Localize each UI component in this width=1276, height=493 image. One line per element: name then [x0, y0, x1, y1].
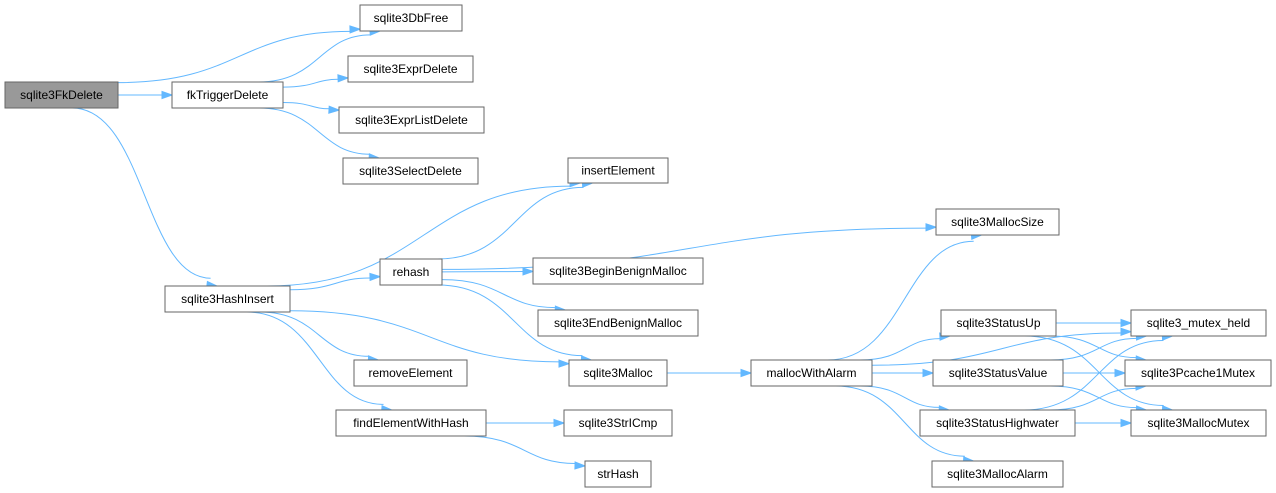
- node-label: sqlite3EndBenignMalloc: [554, 316, 682, 330]
- edge-rehash-to-sqlite3MallocSize: [441, 223, 938, 270]
- node-label: sqlite3StatusValue: [949, 366, 1048, 380]
- edge-mallocWithAlarm-to-sqlite3_mutex_held: [871, 327, 1133, 366]
- node-sqlite3ExprDelete[interactable]: sqlite3ExprDelete: [347, 55, 474, 83]
- node-sqlite3StatusValue[interactable]: sqlite3StatusValue: [932, 359, 1064, 387]
- edge-sqlite3Malloc-to-mallocWithAlarm: [667, 368, 753, 378]
- call-graph-nodes: sqlite3FkDelete fkTriggerDelete sqlite3D…: [4, 4, 1272, 488]
- node-fkTriggerDelete[interactable]: fkTriggerDelete: [171, 81, 284, 109]
- node-removeElement[interactable]: removeElement: [353, 359, 468, 387]
- node-label: sqlite3MallocAlarm: [947, 467, 1048, 481]
- node-sqlite3SelectDelete[interactable]: sqlite3SelectDelete: [342, 157, 479, 185]
- node-label: rehash: [393, 265, 430, 279]
- edge-findElementWithHash-to-sqlite3StrICmp: [486, 418, 566, 428]
- edge-fkTriggerDelete-to-sqlite3ExprDelete: [282, 74, 350, 88]
- node-label: sqlite3FkDelete: [20, 88, 103, 102]
- node-findElementWithHash[interactable]: findElementWithHash: [335, 409, 487, 437]
- node-sqlite3Malloc[interactable]: sqlite3Malloc: [568, 359, 668, 387]
- edge-mallocWithAlarm-to-sqlite3StatusValue: [872, 368, 935, 378]
- node-rehash[interactable]: rehash: [379, 258, 443, 286]
- node-insertElement[interactable]: insertElement: [567, 157, 669, 184]
- node-label: insertElement: [581, 164, 655, 178]
- node-sqlite3MallocAlarm[interactable]: sqlite3MallocAlarm: [931, 460, 1064, 488]
- edge-sqlite3HashInsert-to-rehash: [289, 272, 382, 291]
- node-sqlite3StatusUp[interactable]: sqlite3StatusUp: [940, 309, 1057, 337]
- node-sqlite3EndBenignMalloc[interactable]: sqlite3EndBenignMalloc: [537, 309, 699, 337]
- node-mallocWithAlarm[interactable]: mallocWithAlarm: [750, 359, 873, 387]
- node-label: sqlite3MallocSize: [951, 215, 1044, 229]
- node-label: sqlite3ExprListDelete: [355, 113, 468, 127]
- node-label: fkTriggerDelete: [187, 88, 269, 102]
- edge-mallocWithAlarm-to-sqlite3StatusHighwater: [859, 385, 951, 414]
- node-label: sqlite3StatusHighwater: [936, 416, 1059, 430]
- call-graph-edges: [72, 25, 1175, 470]
- node-label: sqlite3BeginBenignMalloc: [549, 264, 686, 278]
- edge-mallocWithAlarm-to-sqlite3StatusUp: [860, 332, 952, 361]
- node-label: sqlite3HashInsert: [181, 292, 274, 306]
- node-label: sqlite3Malloc: [583, 366, 652, 380]
- node-label: sqlite3StrICmp: [579, 416, 658, 430]
- node-sqlite3StrICmp[interactable]: sqlite3StrICmp: [563, 409, 673, 437]
- edge-fkTriggerDelete-to-sqlite3ExprListDelete: [282, 102, 341, 114]
- node-label: sqlite3DbFree: [374, 11, 449, 25]
- node-label: sqlite3ExprDelete: [363, 62, 457, 76]
- edge-rehash-to-sqlite3BeginBenignMalloc: [441, 267, 535, 276]
- node-sqlite3MallocMutex[interactable]: sqlite3MallocMutex: [1130, 409, 1267, 437]
- node-sqlite3BeginBenignMalloc[interactable]: sqlite3BeginBenignMalloc: [532, 257, 704, 285]
- node-sqlite3HashInsert[interactable]: sqlite3HashInsert: [164, 285, 291, 313]
- node-sqlite3ExprListDelete[interactable]: sqlite3ExprListDelete: [338, 106, 485, 134]
- node-label: findElementWithHash: [353, 416, 468, 430]
- node-label: removeElement: [368, 366, 453, 380]
- node-label: sqlite3_mutex_held: [1147, 316, 1250, 330]
- edge-sqlite3HashInsert-to-sqlite3Malloc: [289, 310, 571, 368]
- node-sqlite3StatusHighwater[interactable]: sqlite3StatusHighwater: [919, 409, 1076, 437]
- node-label: sqlite3MallocMutex: [1147, 416, 1249, 430]
- edge-sqlite3FkDelete-to-fkTriggerDelete: [117, 90, 174, 100]
- node-label: sqlite3Pcache1Mutex: [1141, 366, 1255, 380]
- node-label: strHash: [597, 467, 638, 481]
- edge-sqlite3StatusUp-to-sqlite3_mutex_held: [1056, 318, 1133, 328]
- edge-rehash-to-sqlite3EndBenignMalloc: [441, 279, 567, 314]
- node-sqlite3FkDelete[interactable]: sqlite3FkDelete: [4, 81, 119, 109]
- node-sqlite3Pcache1Mutex[interactable]: sqlite3Pcache1Mutex: [1124, 359, 1272, 387]
- node-sqlite3DbFree[interactable]: sqlite3DbFree: [359, 4, 463, 32]
- edge-sqlite3FkDelete-to-sqlite3HashInsert: [72, 107, 219, 290]
- edge-sqlite3StatusHighwater-to-sqlite3MallocMutex: [1075, 418, 1133, 428]
- edge-mallocWithAlarm-to-sqlite3MallocSize: [827, 231, 984, 361]
- node-strHash[interactable]: strHash: [584, 460, 652, 488]
- edge-sqlite3StatusValue-to-sqlite3Pcache1Mutex: [1063, 368, 1127, 378]
- node-label: mallocWithAlarm: [766, 366, 856, 380]
- edge-sqlite3HashInsert-to-removeElement: [259, 311, 380, 364]
- node-sqlite3_mutex_held[interactable]: sqlite3_mutex_held: [1130, 309, 1267, 337]
- node-label: sqlite3SelectDelete: [359, 164, 462, 178]
- node-label: sqlite3StatusUp: [956, 316, 1040, 330]
- node-sqlite3MallocSize[interactable]: sqlite3MallocSize: [935, 208, 1060, 236]
- edge-findElementWithHash-to-strHash: [463, 435, 587, 470]
- edge-sqlite3FkDelete-to-sqlite3DbFree: [117, 25, 362, 84]
